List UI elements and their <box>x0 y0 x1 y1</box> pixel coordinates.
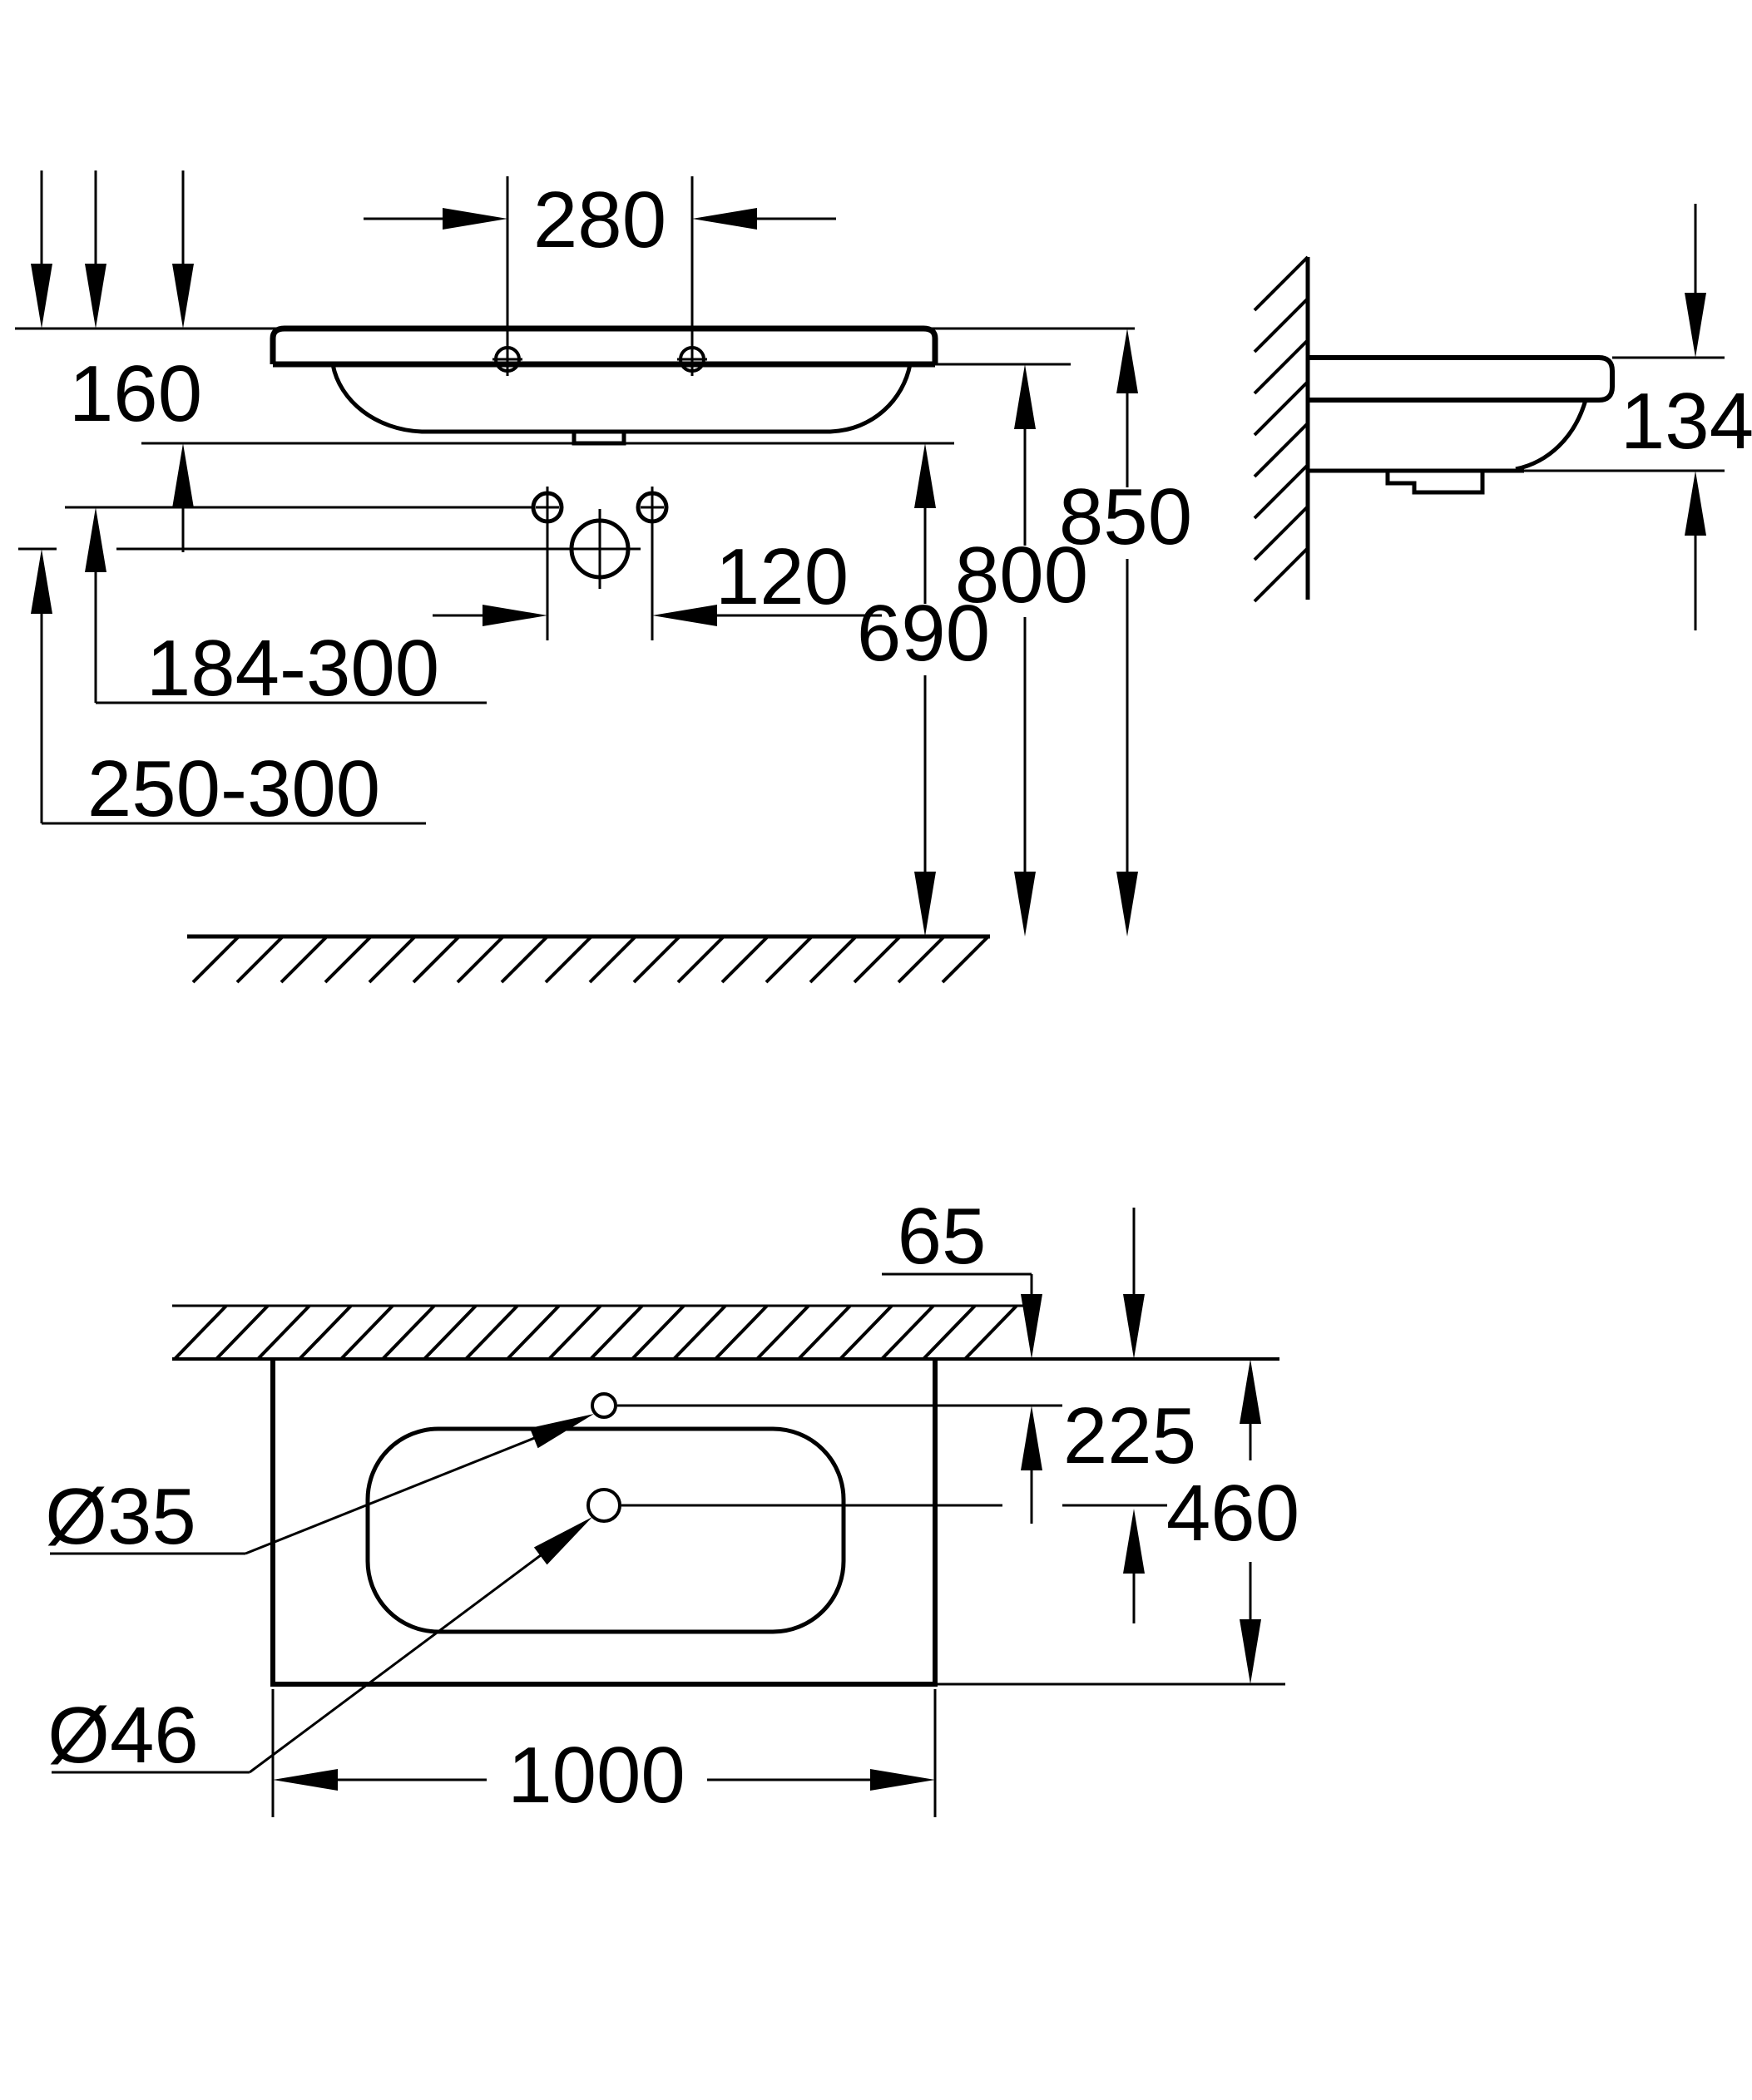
dim-160-arrow-up <box>172 443 194 508</box>
drain-hole-plan <box>586 1488 621 1523</box>
ref-arrow-3 <box>172 264 194 329</box>
dim-134-arrow-top <box>1685 293 1706 358</box>
dim-65-arrow-top <box>1021 1294 1042 1359</box>
ref-arrow-1 <box>31 264 52 329</box>
dim-120-arrow-right <box>652 605 717 626</box>
side-view: 134 <box>1253 204 1752 630</box>
dim-690-arrow-top <box>914 443 936 508</box>
dim-850-label: 850 <box>1059 472 1192 561</box>
dim-250-300-label: 250-300 <box>87 744 380 833</box>
dim-460-arrow-top <box>1240 1359 1261 1424</box>
tap-hole-plan <box>591 1392 617 1419</box>
dim-460-arrow-bottom <box>1240 1619 1261 1684</box>
bowl-outline-plan <box>365 1426 846 1634</box>
dia-46-leader <box>249 1549 548 1774</box>
ref-arrow-2 <box>85 264 106 329</box>
dim-280-arrow-right <box>692 208 757 230</box>
dim-1000-label: 1000 <box>507 1731 685 1820</box>
bowl-profile-curve <box>330 363 913 434</box>
basin-rim-outline <box>270 325 938 364</box>
dim-690-label: 690 <box>857 589 990 678</box>
dim-120-label: 120 <box>715 532 849 621</box>
dim-225-arrow-top <box>1123 1294 1145 1359</box>
dim-160-label: 160 <box>69 349 202 438</box>
dim-134-arrow-bottom <box>1685 471 1706 536</box>
basin-rim-side-profile <box>1308 355 1615 403</box>
dim-1000-arrow-left <box>273 1769 338 1791</box>
dim-800-label: 800 <box>955 531 1088 620</box>
dim-134-label: 134 <box>1621 377 1752 466</box>
dim-1000-arrow-right <box>870 1769 935 1791</box>
dim-460-label: 460 <box>1166 1469 1299 1558</box>
wall-hatching-side <box>1253 255 1309 603</box>
plan-view: Ø35 Ø46 65 225 460 1000 <box>45 1192 1299 1820</box>
wall-hatching-plan <box>173 1304 1018 1361</box>
dim-280-arrow-left <box>443 208 507 230</box>
dim-184-300-arrow <box>85 507 106 572</box>
floor-hatching <box>191 935 990 984</box>
drain-stub-side <box>1385 471 1485 495</box>
dim-65-label: 65 <box>898 1192 987 1281</box>
dim-800-arrow-bottom <box>1014 872 1036 936</box>
dia-35-label: Ø35 <box>45 1472 195 1561</box>
dia-35-leader-arrow <box>529 1414 594 1449</box>
dia-35-leader <box>245 1434 542 1555</box>
dim-184-300-label: 184-300 <box>146 624 439 713</box>
dim-850-arrow-top <box>1116 329 1138 393</box>
dim-250-300-arrow <box>31 549 52 614</box>
front-view: 280 160 120 184-300 <box>15 170 1192 984</box>
dia-46-leader-arrow <box>533 1517 592 1565</box>
basin-outline-plan <box>270 1359 938 1687</box>
dim-65-arrow-bottom <box>1021 1406 1042 1470</box>
bowl-curve-side <box>1515 399 1588 472</box>
dim-800-arrow-top <box>1014 364 1036 429</box>
dim-690-arrow-bottom <box>914 872 936 936</box>
dim-850-arrow-bottom <box>1116 872 1138 936</box>
dim-280-label: 280 <box>533 175 666 264</box>
dim-225-arrow-bottom <box>1123 1509 1145 1574</box>
dim-120-arrow-left <box>483 605 547 626</box>
dim-225-label: 225 <box>1063 1391 1196 1480</box>
dia-46-label: Ø46 <box>47 1691 198 1780</box>
